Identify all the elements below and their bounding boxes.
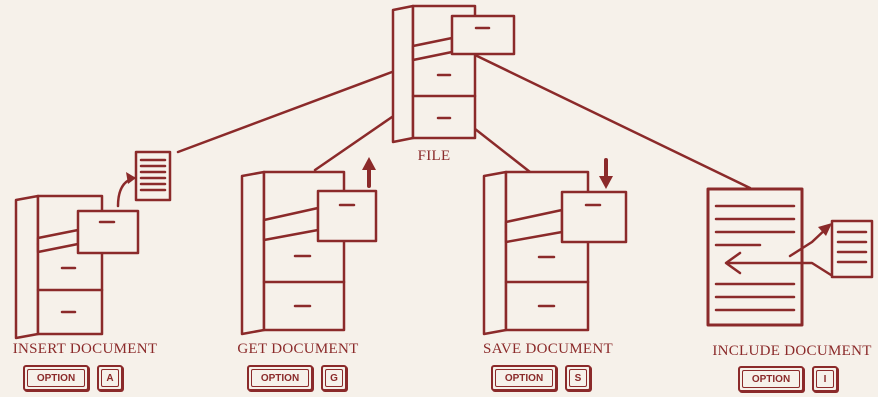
option-key: OPTION <box>491 365 557 391</box>
get-cabinet-icon <box>240 170 378 336</box>
i-key: I <box>812 366 838 392</box>
a-key: A <box>97 365 123 391</box>
s-key: S <box>565 365 591 391</box>
include-arrow-icon <box>724 223 833 277</box>
include-page-icon <box>706 187 804 327</box>
include-document-label: INCLUDE DOCUMENT <box>712 343 872 359</box>
file-label: FILE <box>417 148 451 164</box>
insert-cabinet-icon <box>14 194 140 340</box>
insert-document-icon <box>134 150 172 202</box>
insert-document-label: INSERT DOCUMENT <box>12 341 158 357</box>
insert-keys: OPTION A <box>23 365 123 391</box>
save-keys: OPTION S <box>491 365 591 391</box>
option-key: OPTION <box>247 365 313 391</box>
save-document-label: SAVE DOCUMENT <box>483 341 613 357</box>
save-down-arrow-icon <box>599 158 613 189</box>
g-key: G <box>321 365 347 391</box>
option-key: OPTION <box>738 366 804 392</box>
connector-lines <box>176 53 752 190</box>
get-up-arrow-icon <box>362 157 376 188</box>
save-cabinet-icon <box>482 170 628 336</box>
get-document-label: GET DOCUMENT <box>237 341 359 357</box>
include-keys: OPTION I <box>738 366 838 392</box>
option-key: OPTION <box>23 365 89 391</box>
include-document-icon <box>830 219 874 279</box>
get-keys: OPTION G <box>247 365 347 391</box>
insert-arrow-icon <box>116 172 136 208</box>
file-cabinet-icon <box>391 4 516 144</box>
